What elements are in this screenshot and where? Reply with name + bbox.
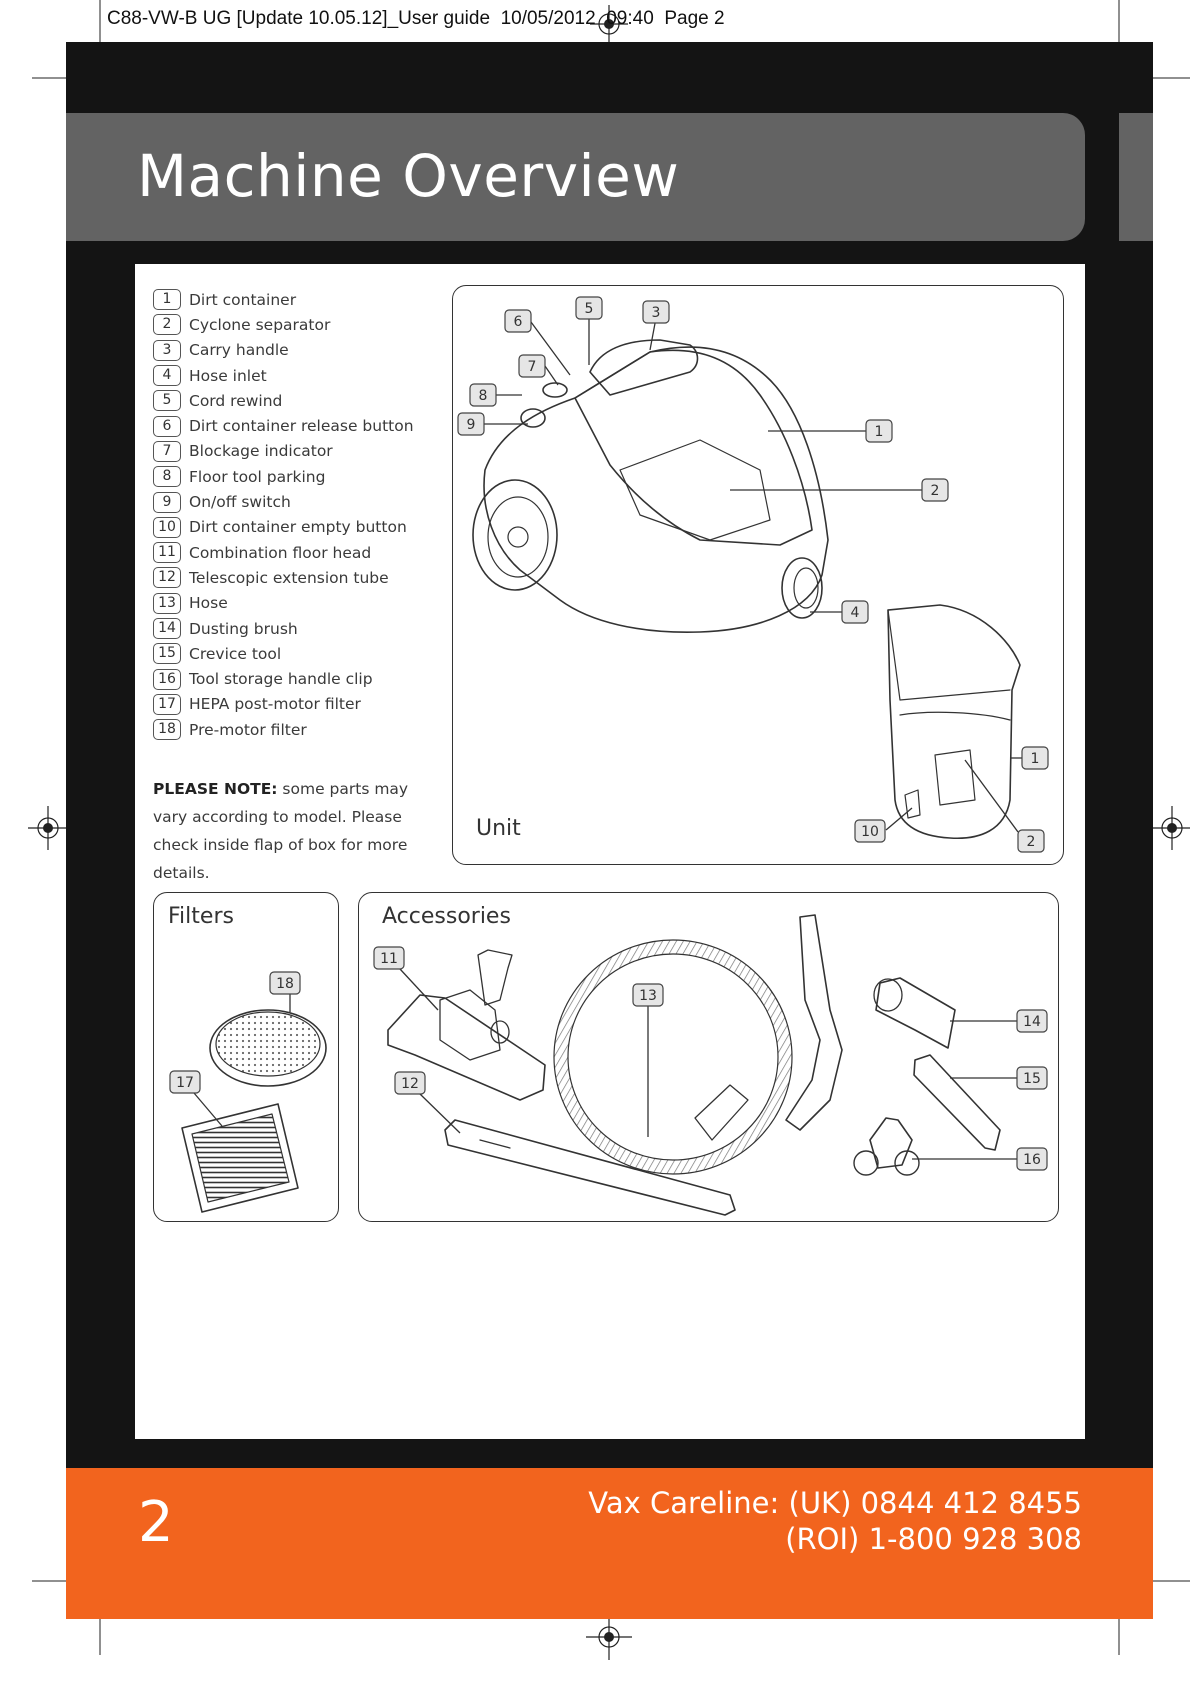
- list-item: 6 Dirt container release button: [153, 413, 414, 438]
- part-number: 13: [153, 592, 181, 614]
- part-number: 18: [153, 719, 181, 741]
- unit-panel: [452, 285, 1064, 865]
- part-label: Dirt container: [189, 290, 297, 309]
- part-number: 14: [153, 618, 181, 639]
- note-text: PLEASE NOTE: some parts may vary accordi…: [153, 775, 438, 887]
- part-label: Dirt container release button: [189, 417, 414, 436]
- part-label: Blockage indicator: [189, 442, 333, 461]
- print-slug: C88-VW-B UG [Update 10.05.12]_User guide…: [107, 8, 725, 29]
- careline-uk: Vax Careline: (UK) 0844 412 8455: [588, 1486, 1082, 1520]
- list-item: 1 Dirt container: [153, 287, 414, 312]
- filters-panel: [153, 892, 339, 1222]
- page-number: 2: [138, 1490, 174, 1555]
- list-item: 2 Cyclone separator: [153, 312, 414, 337]
- list-item: 7 Blockage indicator: [153, 439, 414, 464]
- title-band: [66, 113, 1085, 241]
- list-item: 10 Dirt container empty button: [153, 515, 414, 540]
- part-label: Telescopic extension tube: [189, 568, 389, 587]
- part-label: Hose: [189, 594, 228, 613]
- part-number: 6: [153, 415, 181, 437]
- part-label: Crevice tool: [189, 644, 282, 663]
- list-item: 13 Hose: [153, 591, 414, 616]
- part-label: Combination floor head: [189, 543, 372, 562]
- part-number: 9: [153, 491, 181, 513]
- part-label: Carry handle: [189, 341, 289, 360]
- parts-list: 1 Dirt container 2 Cyclone separator 3 Carr…: [153, 287, 414, 742]
- accessories-panel: [358, 892, 1059, 1222]
- part-number: 4: [153, 365, 181, 387]
- part-number: 1: [153, 289, 181, 311]
- part-label: HEPA post-motor filter: [189, 695, 361, 714]
- accessories-panel-label: Accessories: [382, 904, 511, 929]
- part-label: Cord rewind: [189, 391, 283, 410]
- part-label: On/off switch: [189, 493, 291, 512]
- part-number: 12: [153, 567, 181, 589]
- part-label: Dusting brush: [189, 619, 298, 638]
- list-item: 11 Combination floor head: [153, 540, 414, 565]
- part-label: Hose inlet: [189, 366, 267, 385]
- list-item: 5 Cord rewind: [153, 388, 414, 413]
- part-number: 5: [153, 390, 181, 412]
- unit-panel-label: Unit: [476, 816, 521, 841]
- careline-info: Vax Careline: (UK) 0844 412 8455 (ROI) 1…: [588, 1485, 1082, 1557]
- part-label: Dirt container empty button: [189, 518, 407, 537]
- part-number: 3: [153, 339, 181, 361]
- part-number: 7: [153, 440, 181, 462]
- list-item: 17 HEPA post-motor filter: [153, 692, 414, 717]
- list-item: 15 Crevice tool: [153, 641, 414, 666]
- part-number: 15: [153, 643, 181, 665]
- note-lead: PLEASE NOTE:: [153, 780, 278, 798]
- footer-bar: [66, 1468, 1153, 1619]
- list-item: 14 Dusting brush: [153, 616, 414, 641]
- part-number: 16: [153, 668, 181, 690]
- part-number: 8: [153, 466, 181, 488]
- list-item: 3 Carry handle: [153, 338, 414, 363]
- part-number: 2: [153, 314, 181, 336]
- list-item: 18 Pre-motor filter: [153, 717, 414, 742]
- part-number: 11: [153, 542, 181, 564]
- list-item: 9 On/off switch: [153, 489, 414, 514]
- page-title: Machine Overview: [137, 142, 680, 210]
- filters-panel-label: Filters: [168, 904, 234, 929]
- part-number: 17: [153, 693, 181, 715]
- list-item: 8 Floor tool parking: [153, 464, 414, 489]
- part-label: Cyclone separator: [189, 315, 331, 334]
- list-item: 16 Tool storage handle clip: [153, 666, 414, 691]
- title-band-tab: [1119, 113, 1153, 241]
- part-label: Floor tool parking: [189, 467, 326, 486]
- list-item: 12 Telescopic extension tube: [153, 565, 414, 590]
- careline-roi: (ROI) 1-800 928 308: [785, 1522, 1082, 1556]
- part-label: Pre-motor filter: [189, 720, 307, 739]
- note-body: some parts may vary according to model. …: [153, 780, 409, 882]
- part-label: Tool storage handle clip: [189, 670, 373, 689]
- list-item: 4 Hose inlet: [153, 363, 414, 388]
- part-number: 10: [153, 516, 181, 538]
